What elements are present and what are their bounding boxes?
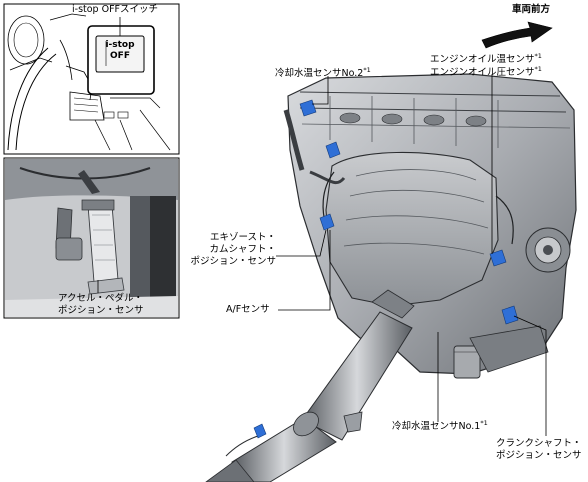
exhaust-cam-sensor-label: エキゾースト・ カムシャフト・ ポジション・センサ bbox=[180, 232, 276, 268]
accel-line2: ポジション・センサ bbox=[58, 305, 144, 316]
oil-pressure-footnote: *1 bbox=[534, 65, 542, 73]
leader-coolant-no2 bbox=[312, 76, 329, 105]
coolant-no2-footnote: *1 bbox=[363, 66, 371, 74]
pedal-illustration bbox=[3, 157, 180, 319]
coolant-no1-text: 冷却水温センサNo.1 bbox=[392, 421, 481, 432]
vehicle-front-arrow-icon bbox=[481, 21, 553, 49]
dashboard-illustration bbox=[3, 3, 180, 155]
accel-pedal-sensor-label: アクセル・ペダル・ ポジション・センサ bbox=[58, 293, 144, 317]
oil-temp-sensor-label: エンジンオイル温センサ*1 bbox=[430, 50, 542, 66]
engine-illustration bbox=[205, 73, 577, 482]
coolant-temp-sensor-no1-mark bbox=[325, 141, 341, 159]
exhaust-cam-line3: ポジション・センサ bbox=[190, 256, 276, 267]
crank-line2: ポジション・センサ bbox=[496, 450, 582, 461]
istop-button-label-line2: OFF bbox=[110, 51, 130, 61]
sensor-highlights bbox=[253, 99, 519, 439]
accel-line1: アクセル・ペダル・ bbox=[58, 293, 144, 304]
oil-temp-sensor-mark bbox=[489, 249, 507, 267]
coolant-no1-footnote: *1 bbox=[480, 419, 488, 427]
coolant-no2-text: 冷却水温センサNo.2 bbox=[275, 68, 364, 79]
crank-line1: クランクシャフト・ bbox=[496, 438, 582, 449]
oil-temp-footnote: *1 bbox=[534, 52, 542, 60]
istop-switch-label: i-stop OFFスイッチ bbox=[72, 4, 159, 15]
af-sensor-label: A/Fセンサ bbox=[226, 304, 270, 315]
leader-crank bbox=[513, 315, 547, 436]
coolant-temp-sensor-no2-label: 冷却水温センサNo.2*1 bbox=[275, 64, 371, 80]
leader-exhaust-cam bbox=[276, 229, 327, 257]
istop-button-label-line1: i-stop bbox=[105, 40, 135, 50]
oil-pressure-sensor-label: エンジンオイル圧センサ*1 bbox=[430, 63, 542, 79]
exhaust-cam-sensor-mark bbox=[319, 213, 335, 231]
leader-lines bbox=[276, 74, 547, 436]
oil-temp-text: エンジンオイル温センサ bbox=[430, 54, 535, 65]
af-sensor-mark bbox=[253, 423, 267, 439]
exhaust-cam-line2: カムシャフト・ bbox=[209, 244, 276, 255]
oil-pressure-text: エンジンオイル圧センサ bbox=[430, 67, 535, 78]
istop-button-label: i-stop OFF bbox=[96, 40, 144, 62]
exhaust-cam-line1: エキゾースト・ bbox=[209, 232, 276, 243]
crankshaft-sensor-mark bbox=[501, 305, 519, 325]
crankshaft-sensor-label: クランクシャフト・ ポジション・センサ bbox=[496, 438, 582, 462]
vehicle-front-label: 車両前方 bbox=[512, 4, 551, 15]
coolant-temp-sensor-no1-label: 冷却水温センサNo.1*1 bbox=[392, 417, 488, 433]
leader-af-sensor bbox=[278, 230, 331, 311]
